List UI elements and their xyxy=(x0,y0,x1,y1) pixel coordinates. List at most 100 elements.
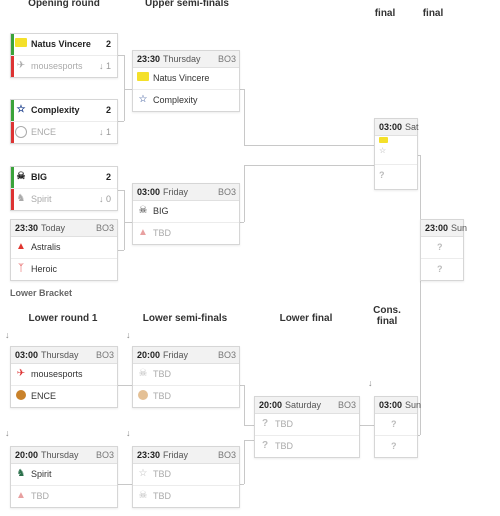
team-row[interactable]: Natus Vincere xyxy=(133,68,239,90)
win-bar xyxy=(11,100,14,121)
team-row[interactable]: ☆Complexity xyxy=(133,90,239,111)
win-bar xyxy=(11,167,14,188)
team-row[interactable]: ☆ xyxy=(375,136,417,165)
complexity-logo-icon: ☆ xyxy=(138,94,148,105)
match-time: 23:30 xyxy=(137,54,161,64)
match-day: Today xyxy=(41,223,66,233)
team-row[interactable]: ENCE xyxy=(11,386,117,407)
team-row[interactable]: ? xyxy=(421,237,463,259)
unknown-team: ? xyxy=(379,170,385,180)
team-row[interactable]: ▲Astralis xyxy=(11,237,117,259)
connector xyxy=(416,155,420,156)
drop-arrow-icon: ↓ xyxy=(126,428,131,438)
lower-bracket-label: Lower Bracket xyxy=(10,288,73,298)
spirit-logo-icon: ♞ xyxy=(16,468,26,479)
team-name: TBD xyxy=(275,419,293,429)
possible-teams-icon: ☠ xyxy=(138,368,148,379)
match-format: BO3 xyxy=(95,350,114,360)
match-format: BO3 xyxy=(217,54,236,64)
navi-logo-icon xyxy=(15,38,27,50)
astralis-logo-icon: ▲ xyxy=(16,241,26,252)
header-lower-final: Lower final xyxy=(279,313,333,324)
team-row[interactable]: ENCE↓ 1 xyxy=(11,122,117,143)
team-row[interactable]: ✈mousesports xyxy=(11,364,117,386)
connector xyxy=(244,165,245,222)
team-row[interactable]: ? xyxy=(375,436,417,457)
team-row[interactable]: ▲TBD xyxy=(133,223,239,244)
team-row[interactable]: ▲TBD xyxy=(11,486,117,507)
team-row[interactable]: ♞Spirit xyxy=(11,464,117,486)
team-row[interactable]: ? xyxy=(421,259,463,280)
connector xyxy=(244,89,245,145)
heroic-logo-icon: ᛉ xyxy=(18,263,24,274)
team-name: Heroic xyxy=(31,264,58,274)
match-time: 20:00 xyxy=(15,450,39,460)
team-row[interactable]: ✈mousesports↓ 1 xyxy=(11,56,117,77)
team-row[interactable]: ? xyxy=(375,165,417,189)
team-row[interactable]: TBD xyxy=(133,386,239,407)
header-upper-final: final xyxy=(374,8,396,19)
match-time: 20:00 xyxy=(259,400,283,410)
match-time: 23:00 xyxy=(425,223,449,233)
team-row[interactable]: ☠TBD xyxy=(133,364,239,386)
match-day: Thursday xyxy=(163,54,201,64)
team-score: 2 xyxy=(105,172,111,182)
header-grand-final: final xyxy=(422,8,444,19)
match-time: 23:30 xyxy=(137,450,161,460)
match-format: BO3 xyxy=(337,400,356,410)
team-name: BIG xyxy=(31,172,48,182)
match-format: BO3 xyxy=(217,350,236,360)
mousesports-logo-icon: ✈ xyxy=(16,368,26,379)
unknown-team-icon: ? xyxy=(261,418,269,429)
connector xyxy=(238,222,244,223)
connector xyxy=(244,425,254,426)
match-day: Sun xyxy=(451,223,468,233)
team-row[interactable]: ?TBD xyxy=(255,436,359,457)
team-row[interactable]: ☠BIG xyxy=(133,201,239,223)
drop-arrow-icon: ↓ xyxy=(126,330,131,340)
team-row[interactable]: ? TBD xyxy=(255,414,359,436)
connector xyxy=(124,222,132,223)
team-row[interactable]: ♞Spirit↓ 0 xyxy=(11,189,117,210)
team-row[interactable]: ☠TBD xyxy=(133,486,239,507)
team-row[interactable]: ? xyxy=(375,414,417,436)
placeholder-logo-icon: ▲ xyxy=(16,490,26,501)
possible-teams-icon: ☠ xyxy=(138,490,148,501)
win-bar xyxy=(11,34,14,55)
match-format: BO3 xyxy=(217,187,236,197)
navi-logo-icon xyxy=(137,72,149,84)
match-day: Friday xyxy=(163,450,189,460)
header-opening-round: Opening round xyxy=(28,0,100,9)
match-time: 03:00 xyxy=(379,122,403,132)
connector xyxy=(124,89,132,90)
team-row[interactable]: ☆TBD xyxy=(133,464,239,486)
unknown-team: ? xyxy=(437,264,443,274)
team-row[interactable]: ᛉ Heroic xyxy=(11,259,117,280)
match-format: BO3 xyxy=(95,450,114,460)
team-name: Spirit xyxy=(31,194,52,204)
team-name: BIG xyxy=(153,206,169,216)
lose-bar xyxy=(11,56,14,77)
